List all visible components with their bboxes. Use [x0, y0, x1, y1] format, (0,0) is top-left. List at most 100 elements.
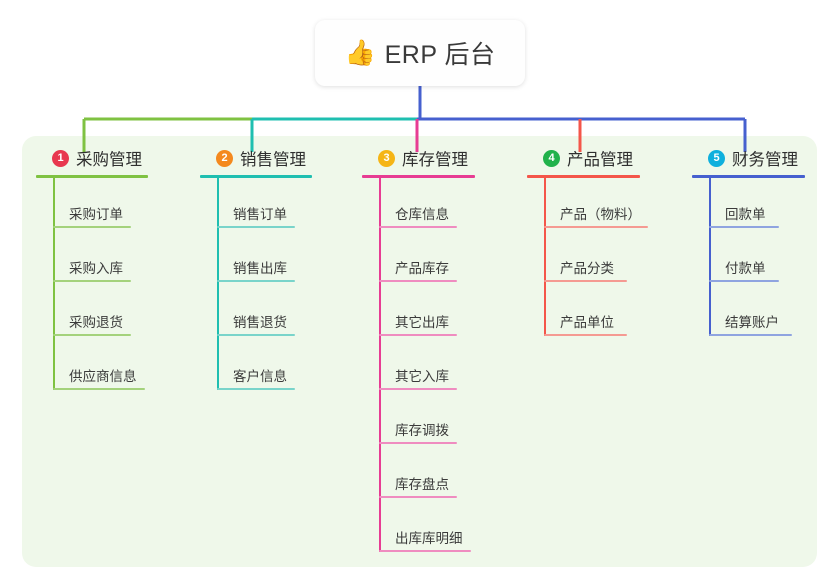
list-item-label: 采购入库: [69, 261, 123, 276]
list-item[interactable]: 产品库存: [362, 232, 475, 286]
list-item-rule: [379, 280, 457, 282]
list-item[interactable]: 回款单: [692, 178, 805, 232]
list-item[interactable]: 销售退货: [200, 286, 312, 340]
branch-items-3: 仓库信息产品库存其它出库其它入库库存调拨库存盘点出库库明细: [362, 178, 475, 556]
list-item-rule: [217, 280, 295, 282]
list-item[interactable]: 销售订单: [200, 178, 312, 232]
branch-column-1: 1 采购管理采购订单采购入库采购退货供应商信息: [36, 146, 148, 394]
list-item-label: 付款单: [725, 261, 766, 276]
branch-items-2: 销售订单销售出库销售退货客户信息: [200, 178, 312, 394]
list-item[interactable]: 销售出库: [200, 232, 312, 286]
branch-badge-3: 3: [378, 149, 395, 167]
list-item-label: 仓库信息: [395, 207, 449, 222]
branch-spine-4: [544, 178, 546, 336]
list-item-label: 产品库存: [395, 261, 449, 276]
list-item-rule: [709, 226, 779, 228]
branch-title-1: 采购管理: [76, 151, 142, 169]
list-item-rule: [379, 550, 471, 552]
branch-title-4: 产品管理: [567, 151, 633, 169]
list-item-rule: [53, 226, 131, 228]
branch-spine-5: [709, 178, 711, 336]
list-item-label: 采购订单: [69, 207, 123, 222]
list-item-label: 库存调拨: [395, 423, 449, 438]
diagram-panel: [22, 136, 817, 567]
list-item-rule: [544, 226, 648, 228]
branch-badge-5: 5: [708, 149, 725, 167]
branch-header-2[interactable]: 2 销售管理: [200, 146, 312, 170]
branch-header-5[interactable]: 5 财务管理: [692, 146, 805, 170]
list-item[interactable]: 出库库明细: [362, 502, 475, 556]
list-item-rule: [53, 280, 131, 282]
list-item[interactable]: 供应商信息: [36, 340, 148, 394]
list-item[interactable]: 产品分类: [527, 232, 640, 286]
list-item-rule: [379, 226, 457, 228]
list-item-label: 出库库明细: [395, 531, 463, 546]
list-item-label: 产品单位: [560, 315, 614, 330]
list-item-rule: [379, 496, 457, 498]
branch-header-rule-1: [36, 175, 148, 178]
branch-header-rule-2: [200, 175, 312, 178]
list-item[interactable]: 采购退货: [36, 286, 148, 340]
list-item-rule: [379, 442, 457, 444]
list-item[interactable]: 结算账户: [692, 286, 805, 340]
root-node-card[interactable]: 👍 ERP 后台: [315, 20, 525, 86]
root-node-title: ERP 后台: [384, 41, 496, 69]
list-item-label: 其它入库: [395, 369, 449, 384]
list-item[interactable]: 客户信息: [200, 340, 312, 394]
branch-column-2: 2 销售管理销售订单销售出库销售退货客户信息: [200, 146, 312, 394]
list-item-rule: [544, 280, 627, 282]
list-item-rule: [709, 280, 779, 282]
list-item[interactable]: 采购订单: [36, 178, 148, 232]
list-item-label: 客户信息: [233, 369, 287, 384]
list-item-label: 产品分类: [560, 261, 614, 276]
list-item-rule: [544, 334, 627, 336]
list-item-label: 销售订单: [233, 207, 287, 222]
list-item[interactable]: 其它出库: [362, 286, 475, 340]
branch-items-5: 回款单付款单结算账户: [692, 178, 805, 340]
list-item-label: 销售出库: [233, 261, 287, 276]
list-item[interactable]: 其它入库: [362, 340, 475, 394]
branch-spine-3: [379, 178, 381, 552]
list-item-label: 销售退货: [233, 315, 287, 330]
list-item[interactable]: 仓库信息: [362, 178, 475, 232]
list-item-rule: [217, 388, 295, 390]
branch-badge-1: 1: [52, 149, 69, 167]
branch-badge-2: 2: [216, 149, 233, 167]
list-item-label: 采购退货: [69, 315, 123, 330]
branch-spine-2: [217, 178, 219, 390]
branch-header-rule-5: [692, 175, 805, 178]
list-item[interactable]: 付款单: [692, 232, 805, 286]
list-item-label: 产品（物料）: [560, 207, 641, 222]
list-item-rule: [53, 334, 131, 336]
list-item-rule: [217, 334, 295, 336]
list-item-label: 回款单: [725, 207, 766, 222]
branch-header-1[interactable]: 1 采购管理: [36, 146, 148, 170]
list-item-rule: [379, 334, 457, 336]
branch-header-rule-4: [527, 175, 640, 178]
branch-column-5: 5 财务管理回款单付款单结算账户: [692, 146, 805, 340]
branch-items-1: 采购订单采购入库采购退货供应商信息: [36, 178, 148, 394]
branch-header-4[interactable]: 4 产品管理: [527, 146, 640, 170]
list-item-label: 其它出库: [395, 315, 449, 330]
list-item-label: 供应商信息: [69, 369, 137, 384]
branch-header-rule-3: [362, 175, 475, 178]
branch-column-4: 4 产品管理产品（物料） 产品分类产品单位: [527, 146, 648, 340]
branch-items-4: 产品（物料） 产品分类产品单位: [527, 178, 648, 340]
list-item-rule: [379, 388, 457, 390]
list-item-rule: [53, 388, 145, 390]
list-item[interactable]: 采购入库: [36, 232, 148, 286]
branch-title-2: 销售管理: [240, 151, 306, 169]
list-item[interactable]: 产品单位: [527, 286, 640, 340]
list-item[interactable]: 库存盘点: [362, 448, 475, 502]
branch-badge-4: 4: [543, 149, 560, 167]
branch-title-5: 财务管理: [732, 151, 798, 169]
list-item-label: 库存盘点: [395, 477, 449, 492]
thumbs-up-icon: 👍: [344, 38, 376, 67]
list-item[interactable]: 库存调拨: [362, 394, 475, 448]
list-item[interactable]: 产品（物料）: [527, 178, 648, 232]
branch-spine-1: [53, 178, 55, 390]
list-item-rule: [217, 226, 295, 228]
list-item-label: 结算账户: [725, 315, 779, 330]
